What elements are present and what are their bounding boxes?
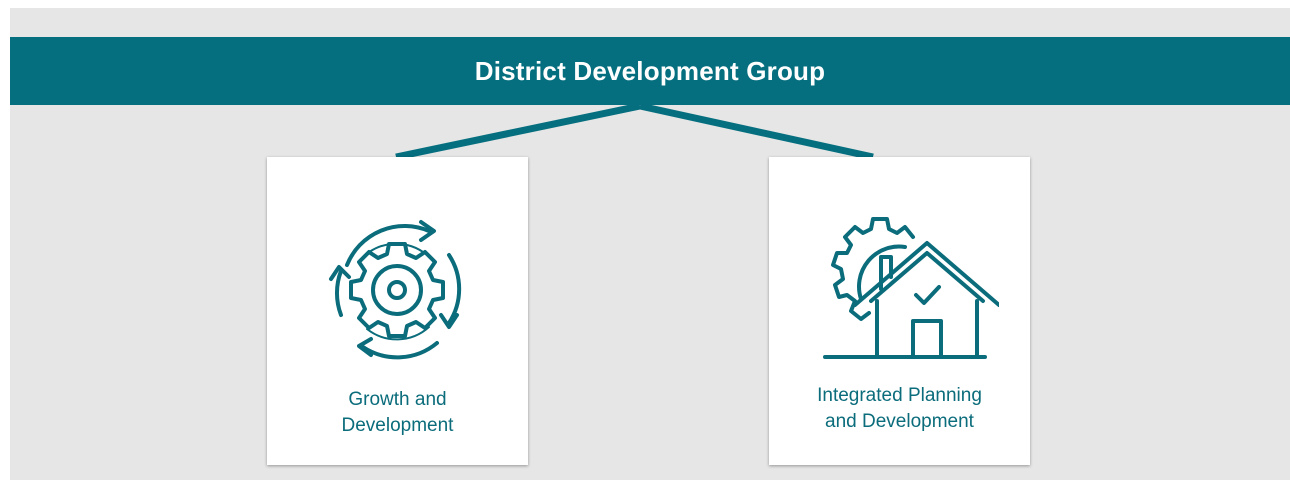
unit-label: Integrated Planning and Development [817, 385, 982, 432]
header-banner: District Development Group [10, 37, 1290, 105]
unit-label: Growth and Development [341, 389, 454, 436]
connector-left [395, 102, 641, 161]
unit-card-growth-development: Growth and Development [267, 157, 528, 465]
gear-cycle-icon [329, 220, 462, 360]
connector-right [639, 102, 874, 161]
gear-house-icon [823, 217, 999, 359]
diagram-title: District Development Group [474, 55, 826, 86]
unit-card-integrated-planning: Integrated Planning and Development [769, 157, 1030, 465]
